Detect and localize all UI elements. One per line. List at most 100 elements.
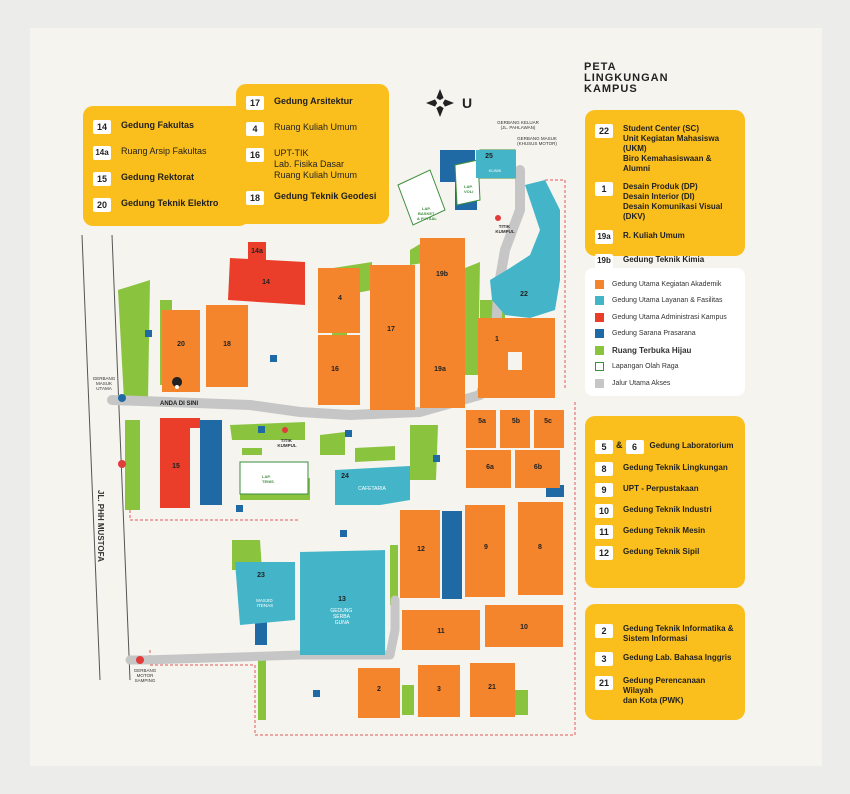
legend-swatch [595, 312, 604, 322]
panel-row: 14a Ruang Arsip Fakultas [93, 146, 239, 160]
gate-marker [118, 460, 126, 468]
compass-icon [426, 89, 454, 117]
svg-text:18: 18 [223, 341, 231, 348]
building-name: Gedung Teknik Elektro [121, 198, 219, 208]
serba-guna-label: GEDUNG SERBA GUNA [330, 608, 353, 626]
panel-row: 12 Gedung Teknik Sipil [595, 546, 735, 560]
svg-text:5b: 5b [512, 418, 520, 425]
building-name: Gedung Teknik Lingkungan [623, 463, 728, 472]
panel-informatics: 2 Gedung Teknik Informatika & Sistem Inf… [585, 604, 745, 720]
panel-student-center: 22 Student Center (SC) Unit Kegiatan Mah… [585, 110, 745, 268]
legend-label: Jalur Utama Akses [612, 379, 671, 387]
svg-text:19a: 19a [434, 366, 446, 373]
legend-item: Gedung Utama Administrasi Kampus [595, 309, 735, 326]
you-are-here-marker [172, 377, 183, 396]
masjid-label: MASJID ITENAS [256, 598, 274, 608]
panel-row: 20 Gedung Teknik Elektro [93, 198, 239, 212]
legend-item: Gedung Sarana Prasarana [595, 326, 735, 343]
admin-buildings [160, 242, 305, 508]
svg-text:22: 22 [520, 291, 528, 298]
svg-text:10: 10 [520, 624, 528, 631]
building-number: 10 [595, 504, 613, 518]
building-name: R. Kuliah Umum [623, 231, 685, 240]
legend-item: Ruang Terbuka Hijau [595, 342, 735, 359]
assembly-point-label: TITIK KUMPUL [495, 224, 514, 234]
building-name: Gedung Rektorat [121, 172, 195, 182]
gate-marker [118, 394, 126, 402]
assembly-point-label: TITIK KUMPUL [277, 438, 296, 448]
panel-row: 15 Gedung Rektorat [93, 172, 239, 186]
panel-row: 19a R. Kuliah Umum [595, 230, 735, 244]
building-name: Ruang Arsip Fakultas [121, 146, 207, 156]
building-number: 9 [595, 483, 613, 497]
svg-text:12: 12 [417, 546, 425, 553]
building-number: 22 [595, 124, 613, 138]
legend-swatch [595, 378, 604, 388]
panel-row: 19b Gedung Teknik Kimia [595, 254, 735, 268]
building-number: 5 [595, 440, 613, 454]
klinik-label: KLINIK [489, 168, 502, 173]
panel-row: 9 UPT - Perpustakaan [595, 483, 735, 497]
cafetaria-label: CAFETARIA [358, 486, 386, 492]
building-name: Ruang Kuliah Umum [274, 122, 358, 132]
svg-text:19b: 19b [436, 271, 448, 278]
building-name: Desain Produk (DP) Desain Interior (DI) … [623, 182, 723, 221]
building-number: 17 [246, 96, 264, 110]
svg-text:5c: 5c [544, 418, 552, 425]
building-name: Gedung Teknik Geodesi [274, 191, 377, 201]
map-title: PETA LINGKUNGAN KAMPUS [584, 61, 669, 95]
panel-row: 14 Gedung Fakultas [93, 120, 239, 134]
svg-text:4: 4 [338, 295, 342, 302]
panel-row: 4 Ruang Kuliah Umum [246, 122, 379, 136]
svg-text:6b: 6b [534, 464, 542, 471]
legend-item: Gedung Utama Layanan & Fasilitas [595, 293, 735, 310]
legend-label: Ruang Terbuka Hijau [612, 345, 692, 355]
panel-row: 2 Gedung Teknik Informatika & Sistem Inf… [595, 624, 735, 644]
building-number: 2 [595, 624, 613, 638]
panel-architecture: 17 Gedung Arsitektur 4 Ruang Kuliah Umum… [236, 84, 389, 224]
building-number: 14a [93, 146, 111, 160]
lap-basket-label: LAP. BASKET & FUTSAL [417, 206, 437, 221]
panel-row: 8 Gedung Teknik Lingkungan [595, 462, 735, 476]
svg-text:2: 2 [377, 686, 381, 693]
building-number: 16 [246, 148, 264, 162]
svg-text:GERBANG KELUAR(JL. PAHLAWAN): GERBANG KELUAR(JL. PAHLAWAN) [497, 120, 540, 130]
panel-row: 22 Student Center (SC) Unit Kegiatan Mah… [595, 124, 735, 174]
svg-text:15: 15 [172, 463, 180, 470]
building-number: 15 [93, 172, 111, 186]
building-name: Student Center (SC) Unit Kegiatan Mahasi… [623, 124, 720, 173]
building-name: Gedung Teknik Mesin [623, 526, 706, 535]
service-buildings [235, 150, 560, 655]
building-name: Gedung Lab. Bahasa Inggris [623, 653, 732, 662]
svg-text:20: 20 [177, 341, 185, 348]
assembly-point-marker [282, 427, 288, 433]
building-name: UPT - Perpustakaan [623, 484, 699, 493]
legend-swatch [595, 329, 604, 339]
building-name: Gedung Laboratorium [649, 441, 734, 450]
panel-row: 18 Gedung Teknik Geodesi [246, 191, 379, 205]
gate-marker [136, 656, 144, 664]
north-indicator: U [462, 95, 472, 111]
lap-tenis-label: LAP. TENIS [262, 474, 274, 484]
building-labels: 20 18 14 14a 15 4 16 17 19a 19b 22 1 5a … [172, 153, 552, 693]
svg-text:9: 9 [484, 544, 488, 551]
building-number: 19a [595, 230, 613, 244]
gate-labels: GERBANG KELUAR(JL. PAHLAWAN) GERBANG MAS… [93, 120, 558, 683]
you-are-here-label: ANDA DI SINI [160, 401, 198, 407]
legend-swatch [595, 345, 604, 355]
svg-text:13: 13 [338, 596, 346, 603]
legend-swatch [595, 279, 604, 289]
legend-label: Gedung Sarana Prasarana [612, 330, 696, 338]
panel-row: 17 Gedung Arsitektur [246, 96, 379, 110]
legend-item: Lapangan Olah Raga [595, 359, 735, 376]
building-number: 21 [595, 676, 613, 690]
building-number: 4 [246, 122, 264, 136]
building-name: Gedung Fakultas [121, 120, 195, 130]
building-name: Gedung Arsitektur [274, 96, 353, 106]
panel-row: 10 Gedung Teknik Industri [595, 504, 735, 518]
legend-label: Gedung Utama Administrasi Kampus [612, 313, 727, 321]
building-name: UPT-TIK Lab. Fisika Dasar Ruang Kuliah U… [274, 148, 358, 180]
legend-label: Gedung Utama Layanan & Fasilitas [612, 297, 723, 305]
